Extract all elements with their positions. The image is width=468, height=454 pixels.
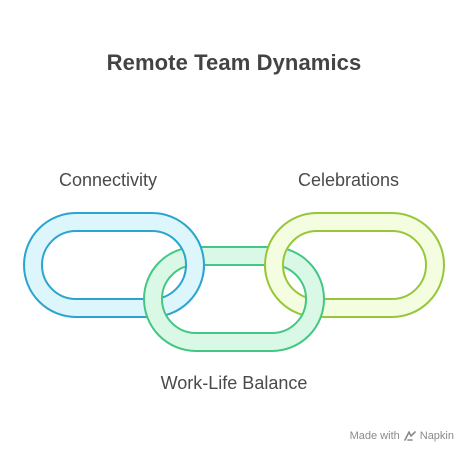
napkin-watermark[interactable]: Made with Napkin <box>350 430 454 442</box>
diagram-title: Remote Team Dynamics <box>106 50 362 75</box>
work-life-balance-link <box>143 246 325 352</box>
watermark-brand: Napkin <box>419 430 454 442</box>
work-life-balance-label: Work-Life Balance <box>160 373 308 393</box>
connectivity-label: Connectivity <box>59 170 158 190</box>
watermark-prefix: Made with <box>349 430 400 442</box>
celebrations-label: Celebrations <box>298 170 400 190</box>
napkin-logo-icon <box>403 431 416 441</box>
